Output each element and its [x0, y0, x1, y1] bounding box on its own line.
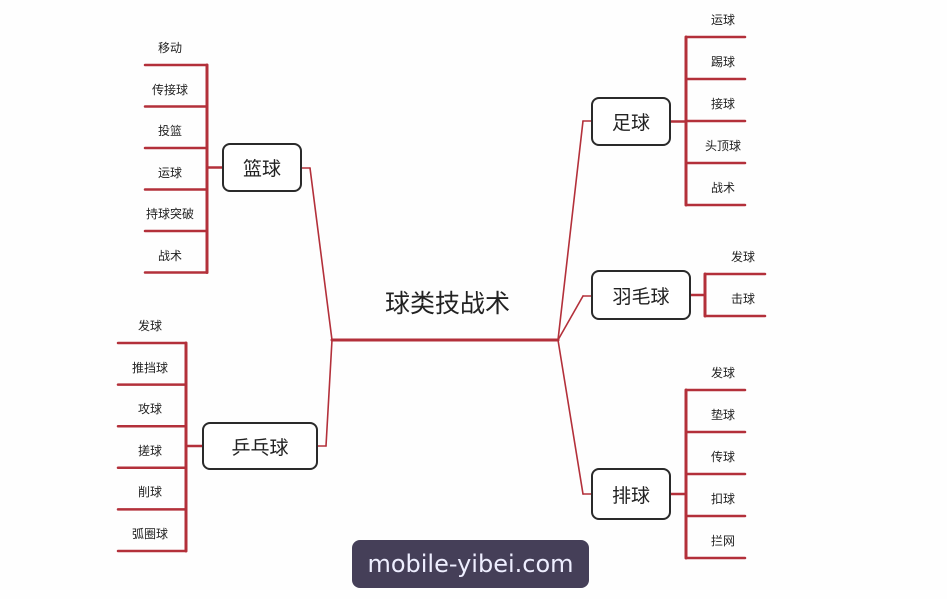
leaf-item[interactable]: 弧圈球 [131, 527, 168, 541]
topic-node[interactable]: 篮球 [222, 143, 302, 192]
watermark: mobile-yibei.com [352, 540, 589, 588]
topic-node[interactable]: 排球 [591, 468, 671, 520]
leaf-item[interactable]: 接球 [710, 97, 735, 111]
leaf-item[interactable]: 扣球 [710, 492, 735, 506]
leaf-item[interactable]: 持球突破 [145, 207, 194, 221]
topic-node[interactable]: 羽毛球 [591, 270, 691, 320]
leaf-item[interactable]: 发球 [710, 366, 735, 380]
branch-connector [557, 120, 584, 341]
leaf-item[interactable]: 投篮 [157, 124, 182, 138]
topic-node[interactable]: 乒乓球 [202, 422, 318, 470]
topic-node[interactable]: 足球 [591, 97, 671, 146]
leaf-item[interactable]: 踢球 [710, 55, 735, 69]
leaf-item[interactable]: 移动 [157, 41, 182, 55]
leaf-item[interactable]: 战术 [710, 181, 735, 195]
leaf-item[interactable]: 击球 [730, 292, 755, 306]
branch-connector [325, 339, 333, 447]
leaf-item[interactable]: 推挡球 [131, 360, 168, 375]
leaf-item[interactable]: 传球 [710, 450, 735, 464]
central-topic: 球类技战术 [384, 289, 510, 318]
leaf-item[interactable]: 削球 [137, 485, 162, 500]
leaf-item[interactable]: 头顶球 [704, 139, 741, 153]
branch-connector [557, 295, 584, 341]
branch-connector [309, 167, 333, 341]
branch-connector [557, 339, 584, 495]
leaf-item[interactable]: 搓球 [137, 443, 162, 458]
leaf-item[interactable]: 攻球 [137, 402, 162, 417]
leaf-item[interactable]: 垫球 [710, 408, 735, 422]
leaf-item[interactable]: 发球 [730, 250, 755, 264]
leaf-item[interactable]: 拦网 [710, 534, 735, 548]
leaf-item[interactable]: 传接球 [151, 82, 188, 97]
leaf-item[interactable]: 运球 [157, 165, 182, 180]
leaf-item[interactable]: 运球 [710, 13, 735, 27]
leaf-item[interactable]: 战术 [157, 248, 182, 263]
leaf-item[interactable]: 发球 [137, 319, 162, 333]
